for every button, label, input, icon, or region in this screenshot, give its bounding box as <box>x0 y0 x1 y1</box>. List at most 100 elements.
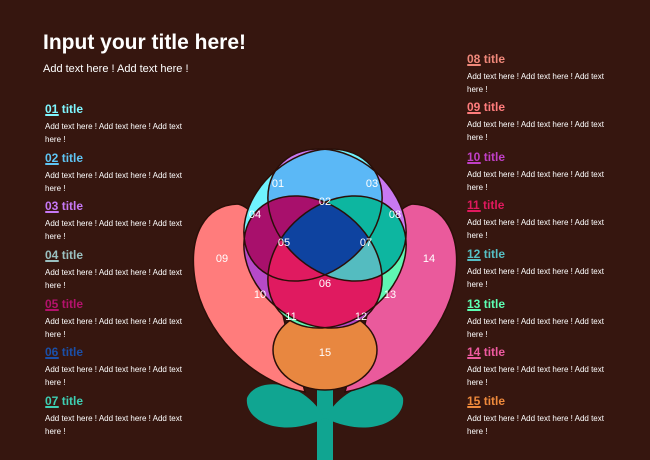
legend-item-13: 13 title Add text here ! Add text here !… <box>467 295 617 341</box>
legend-number: 03 <box>45 199 59 213</box>
legend-underline <box>45 357 59 359</box>
legend-title: 05 title <box>45 297 83 313</box>
region-label-05: 05 <box>278 237 290 249</box>
legend-desc: Add text here ! Add text here ! Add text… <box>467 267 604 289</box>
legend-title: 12 title <box>467 247 505 263</box>
region-label-04: 04 <box>249 209 261 221</box>
legend-underline <box>467 357 481 359</box>
left-leaf <box>246 384 325 428</box>
legend-title-text: title <box>483 394 506 408</box>
legend-underline <box>467 162 481 164</box>
legend-title: 11 title <box>467 198 504 214</box>
legend-title-text: title <box>61 151 84 165</box>
legend-title: 01 title <box>45 102 83 118</box>
legend-desc: Add text here ! Add text here ! Add text… <box>45 122 182 144</box>
legend-title-text: title <box>483 52 506 66</box>
legend-item-03: 03 title Add text here ! Add text here !… <box>45 197 195 243</box>
page-subtitle: Add text here ! Add text here ! <box>43 63 189 75</box>
legend-underline <box>45 406 59 408</box>
legend-item-01: 01 title Add text here ! Add text here !… <box>45 100 195 146</box>
legend-title-text: title <box>483 150 506 164</box>
legend-title-text: title <box>61 102 84 116</box>
legend-title: 04 title <box>45 248 83 264</box>
legend-number: 07 <box>45 394 59 408</box>
legend-item-11: 11 title Add text here ! Add text here !… <box>467 196 617 242</box>
legend-number: 05 <box>45 297 59 311</box>
legend-underline <box>467 406 481 408</box>
legend-number: 09 <box>467 100 481 114</box>
legend-title: 02 title <box>45 151 83 167</box>
legend-number: 13 <box>467 297 481 311</box>
legend-desc: Add text here ! Add text here ! Add text… <box>467 414 604 436</box>
legend-title: 09 title <box>467 100 505 116</box>
legend-number: 11 <box>467 198 480 212</box>
legend-title-text: title <box>483 345 506 359</box>
legend-title-text: title <box>61 199 84 213</box>
legend-item-07: 07 title Add text here ! Add text here !… <box>45 392 195 438</box>
region-label-15: 15 <box>319 347 331 359</box>
legend-number: 01 <box>45 102 59 116</box>
legend-underline <box>45 211 59 213</box>
legend-underline <box>45 114 59 116</box>
legend-desc: Add text here ! Add text here ! Add text… <box>45 365 182 387</box>
legend-title: 06 title <box>45 345 83 361</box>
legend-item-02: 02 title Add text here ! Add text here !… <box>45 149 195 195</box>
legend-desc: Add text here ! Add text here ! Add text… <box>45 219 182 241</box>
legend-desc: Add text here ! Add text here ! Add text… <box>45 317 182 339</box>
legend-title-text: title <box>61 248 84 262</box>
legend-number: 04 <box>45 248 59 262</box>
region-label-12: 12 <box>355 311 367 323</box>
region-label-06: 06 <box>319 278 331 290</box>
legend-desc: Add text here ! Add text here ! Add text… <box>467 218 604 240</box>
region-label-01: 01 <box>272 178 284 190</box>
region-label-07: 07 <box>360 237 372 249</box>
region-label-14: 14 <box>423 253 435 265</box>
legend-number: 14 <box>467 345 481 359</box>
legend-underline <box>467 309 481 311</box>
legend-title-text: title <box>61 394 84 408</box>
legend-desc: Add text here ! Add text here ! Add text… <box>467 365 604 387</box>
legend-number: 02 <box>45 151 59 165</box>
legend-title: 08 title <box>467 52 505 68</box>
legend-underline <box>45 309 59 311</box>
legend-desc: Add text here ! Add text here ! Add text… <box>45 414 182 436</box>
legend-title-text: title <box>483 247 506 261</box>
legend-underline <box>467 64 481 66</box>
right-leaf <box>325 384 404 428</box>
region-label-09: 09 <box>216 253 228 265</box>
region-label-13: 13 <box>384 289 396 301</box>
region-label-11: 11 <box>285 311 296 323</box>
region-label-03: 03 <box>366 178 378 190</box>
legend-title: 13 title <box>467 297 505 313</box>
legend-underline <box>45 260 59 262</box>
legend-underline <box>45 163 59 165</box>
legend-number: 12 <box>467 247 481 261</box>
legend-desc: Add text here ! Add text here ! Add text… <box>467 72 604 94</box>
legend-number: 08 <box>467 52 481 66</box>
legend-item-14: 14 title Add text here ! Add text here !… <box>467 343 617 389</box>
legend-item-09: 09 title Add text here ! Add text here !… <box>467 98 617 144</box>
legend-number: 06 <box>45 345 59 359</box>
page-title: Input your title here! <box>43 31 247 54</box>
legend-title-text: title <box>483 198 505 212</box>
legend-desc: Add text here ! Add text here ! Add text… <box>467 170 604 192</box>
legend-item-08: 08 title Add text here ! Add text here !… <box>467 50 617 96</box>
legend-title-text: title <box>61 345 84 359</box>
region-label-02: 02 <box>319 196 331 208</box>
legend-number: 10 <box>467 150 481 164</box>
legend-desc: Add text here ! Add text here ! Add text… <box>467 317 604 339</box>
legend-title-text: title <box>61 297 84 311</box>
legend-desc: Add text here ! Add text here ! Add text… <box>45 268 182 290</box>
legend-title: 15 title <box>467 394 505 410</box>
legend-title: 07 title <box>45 394 83 410</box>
legend-underline <box>467 259 481 261</box>
legend-desc: Add text here ! Add text here ! Add text… <box>467 120 604 142</box>
legend-title-text: title <box>483 100 506 114</box>
legend-desc: Add text here ! Add text here ! Add text… <box>45 171 182 193</box>
region-label-10: 10 <box>254 289 266 301</box>
stem <box>246 372 404 460</box>
legend-title: 14 title <box>467 345 505 361</box>
legend-title-text: title <box>483 297 506 311</box>
legend-item-06: 06 title Add text here ! Add text here !… <box>45 343 195 389</box>
